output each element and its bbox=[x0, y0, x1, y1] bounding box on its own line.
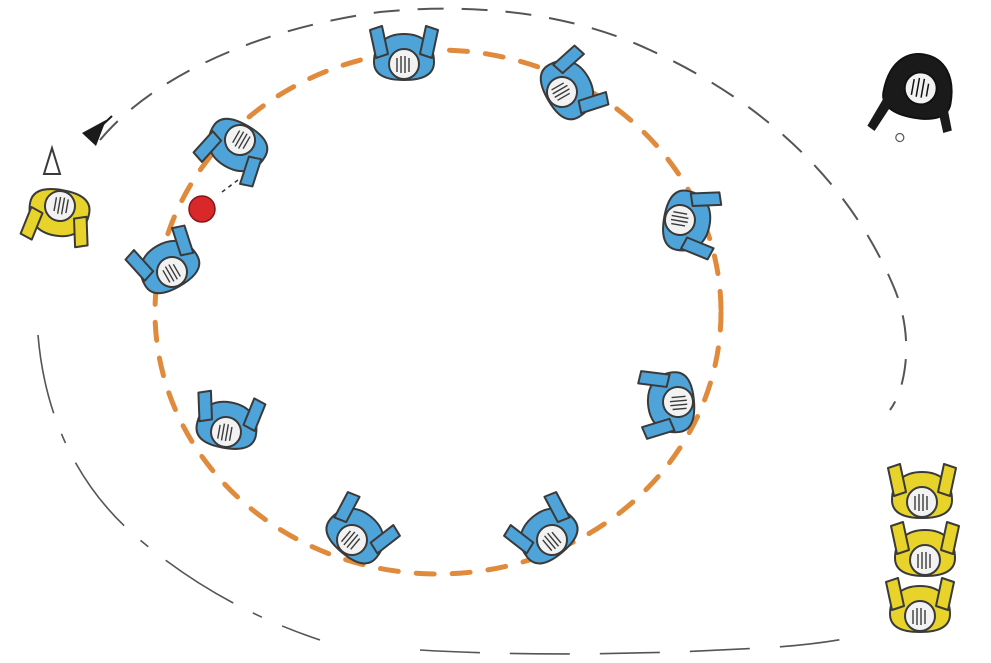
circle-player-icon bbox=[314, 488, 404, 576]
circle-player-icon bbox=[369, 25, 439, 81]
circle-player-icon bbox=[500, 488, 590, 576]
waiting-player-icon bbox=[885, 577, 955, 633]
runner-player-icon bbox=[18, 183, 98, 251]
run-path-left bbox=[37, 334, 321, 641]
circle-player-icon bbox=[530, 42, 613, 131]
formation-circle bbox=[152, 47, 724, 577]
run-path-top bbox=[99, 7, 908, 411]
circle-player-icon bbox=[188, 387, 268, 455]
cone-icon bbox=[42, 144, 62, 175]
run-path-bottom bbox=[419, 635, 861, 655]
players-layer bbox=[18, 25, 960, 633]
waiting-player-icon bbox=[887, 463, 957, 519]
circle-player-icon bbox=[190, 108, 279, 191]
circle-player-icon bbox=[657, 182, 725, 262]
circle-player-icon bbox=[636, 365, 698, 441]
ball-icon bbox=[188, 179, 239, 223]
waiting-player-icon bbox=[890, 521, 960, 577]
coach-icon bbox=[867, 53, 953, 143]
